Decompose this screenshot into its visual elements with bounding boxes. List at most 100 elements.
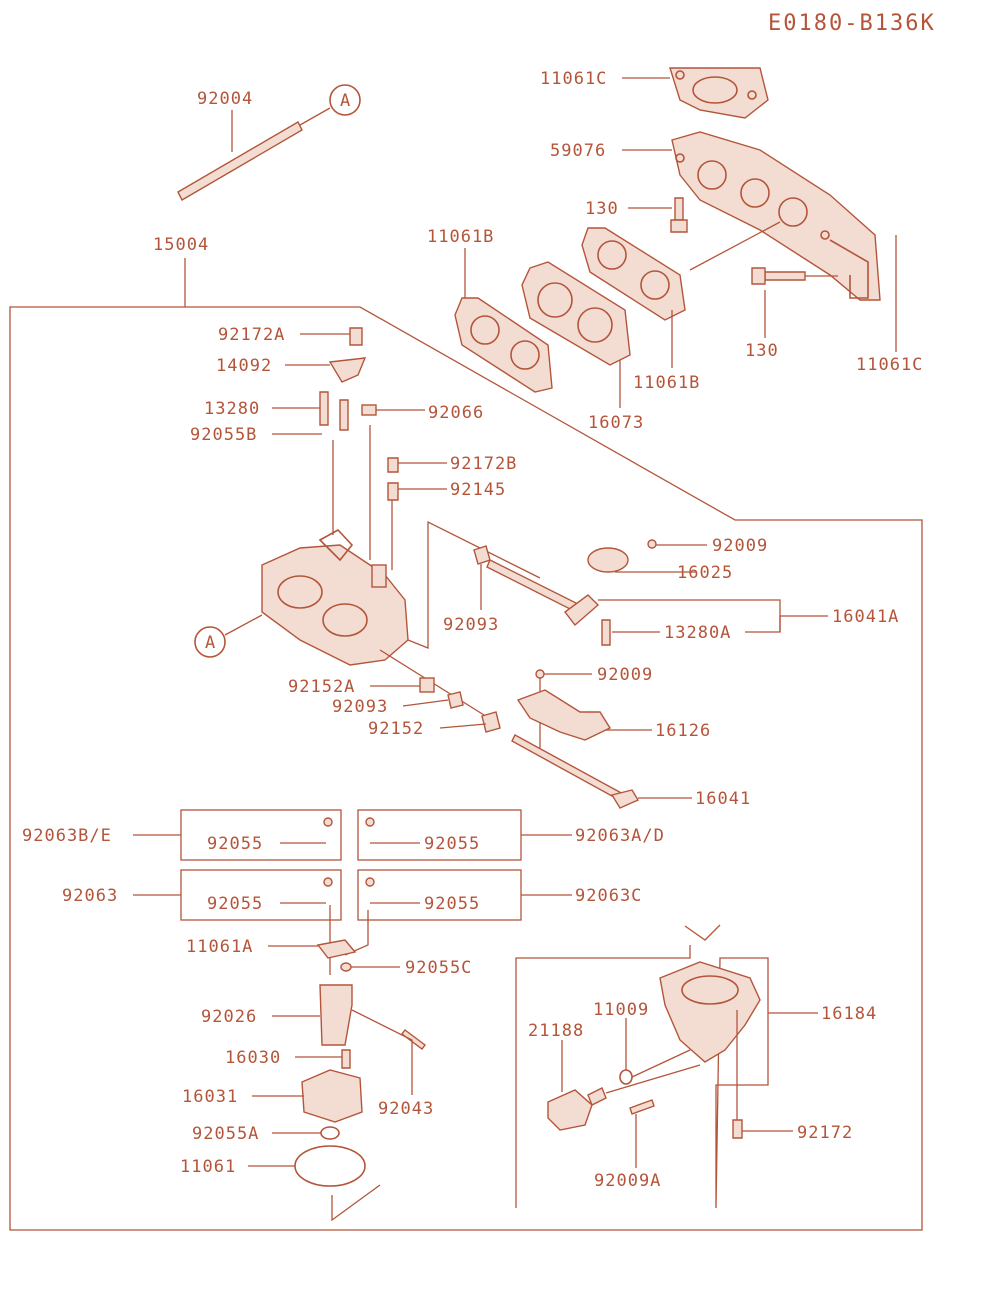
callout-16030: 16030 xyxy=(225,1048,281,1068)
callout-92145: 92145 xyxy=(450,480,506,500)
gasket-hole xyxy=(470,315,500,345)
manifold-port xyxy=(778,197,808,227)
bracket-14092 xyxy=(328,357,367,383)
callout-92055c: 92055C xyxy=(405,958,472,978)
throttle-lever xyxy=(610,789,640,809)
callout-130-b: 130 xyxy=(745,341,779,361)
callout-11061c-right: 11061C xyxy=(856,355,923,375)
leader-a-left xyxy=(224,614,263,636)
intake-manifold-59076 xyxy=(671,131,881,301)
manifold-to-gasket-line xyxy=(689,221,781,271)
callout-11061: 11061 xyxy=(180,1157,236,1177)
gasket-bolt-hole xyxy=(675,70,685,80)
carburetor-bore xyxy=(322,603,368,637)
callout-92063c: 92063C xyxy=(575,886,642,906)
bolt-130-a-head xyxy=(670,219,688,233)
box-16184 xyxy=(515,945,769,1209)
manifold-port xyxy=(740,178,770,208)
leader-92093-b xyxy=(402,699,449,707)
callout-13280: 13280 xyxy=(204,399,260,419)
carburetor-boss xyxy=(318,528,354,562)
manifold-port xyxy=(697,160,727,190)
callout-14092: 14092 xyxy=(216,356,272,376)
gasket-hole xyxy=(597,240,627,270)
callout-92172b: 92172B xyxy=(450,454,517,474)
bushing-92093-b xyxy=(447,691,464,709)
callout-92055-1: 92055 xyxy=(207,834,263,854)
pin-92043 xyxy=(401,1029,426,1050)
manifold-bolt-hole xyxy=(820,230,830,240)
callout-92063be: 92063B/E xyxy=(22,826,112,846)
callout-21188: 21188 xyxy=(528,1021,584,1041)
callout-92026: 92026 xyxy=(201,1007,257,1027)
callout-92009-b: 92009 xyxy=(597,665,653,685)
manifold-flange xyxy=(829,239,869,299)
bolt-130-a xyxy=(674,197,684,221)
float-16031 xyxy=(301,1069,363,1123)
callout-16073: 16073 xyxy=(588,413,644,433)
assembly-frame xyxy=(9,306,923,1231)
callout-92172: 92172 xyxy=(797,1123,853,1143)
choke-shaft xyxy=(486,559,581,613)
callout-15004: 15004 xyxy=(153,235,209,255)
throttle-plate-16126 xyxy=(516,689,612,741)
callout-92063: 92063 xyxy=(62,886,118,906)
bushing-92093-a xyxy=(473,545,491,565)
gasket-hole xyxy=(510,340,540,370)
jet-92055-4 xyxy=(365,877,375,887)
gasket-11061b-right xyxy=(581,227,686,321)
valve-axis xyxy=(605,1064,701,1094)
callout-92152a: 92152A xyxy=(288,677,355,697)
carburetor-fitting xyxy=(371,564,387,588)
jet-92055-3 xyxy=(323,877,333,887)
callout-92009a: 92009A xyxy=(594,1171,661,1191)
callout-16041a: 16041A xyxy=(832,607,899,627)
callout-16184: 16184 xyxy=(821,1004,877,1024)
solenoid-92026 xyxy=(319,984,353,1046)
choke-lever xyxy=(564,594,600,627)
callout-92055-4: 92055 xyxy=(424,894,480,914)
carb-to-bushing-line xyxy=(379,649,501,726)
callout-59076: 59076 xyxy=(550,141,606,161)
bowl-drop-line xyxy=(331,1184,381,1222)
callout-92055a: 92055A xyxy=(192,1124,259,1144)
callout-92055-2: 92055 xyxy=(424,834,480,854)
oring-92055a xyxy=(320,1126,340,1140)
callout-92093-b: 92093 xyxy=(332,697,388,717)
callout-16041: 16041 xyxy=(695,789,751,809)
screw-92009-a xyxy=(647,539,657,549)
gasket-11061a xyxy=(316,939,357,959)
screw-92009-b xyxy=(535,669,545,679)
screw-92172 xyxy=(732,1119,743,1139)
callout-11061b-left: 11061B xyxy=(427,227,494,247)
spring-92145 xyxy=(387,482,399,501)
callout-92043: 92043 xyxy=(378,1099,434,1119)
throttle-shaft-16041 xyxy=(511,734,627,802)
gasket-11061c-top xyxy=(669,67,769,119)
jet-92055-2 xyxy=(365,817,375,827)
callout-130-a: 130 xyxy=(585,199,619,219)
gasket-bolt-hole xyxy=(747,90,757,100)
leader-16041a xyxy=(745,615,828,633)
callout-a-top: A xyxy=(340,91,351,111)
jet-92055-1 xyxy=(323,817,333,827)
gasket-11061c-top-hole xyxy=(692,76,738,104)
valve-21188 xyxy=(547,1089,593,1131)
callout-92009-a: 92009 xyxy=(712,536,768,556)
leader-a-top xyxy=(299,107,331,126)
washer-11009 xyxy=(619,1069,633,1085)
screw-92172a xyxy=(349,327,363,346)
callout-92093-a: 92093 xyxy=(443,615,499,635)
spacer-bore xyxy=(537,282,573,318)
callout-92172a: 92172A xyxy=(218,325,285,345)
callout-13280a: 13280A xyxy=(664,623,731,643)
screw-13280-a xyxy=(319,391,329,426)
bushing-92152 xyxy=(481,711,501,733)
part-92066 xyxy=(361,404,377,416)
oring-92055c xyxy=(340,962,352,972)
callout-11061a: 11061A xyxy=(186,937,253,957)
manifold-bolt-hole xyxy=(675,153,685,163)
valve-21188-stem xyxy=(587,1087,607,1106)
ref-circle-a-top xyxy=(329,84,361,116)
